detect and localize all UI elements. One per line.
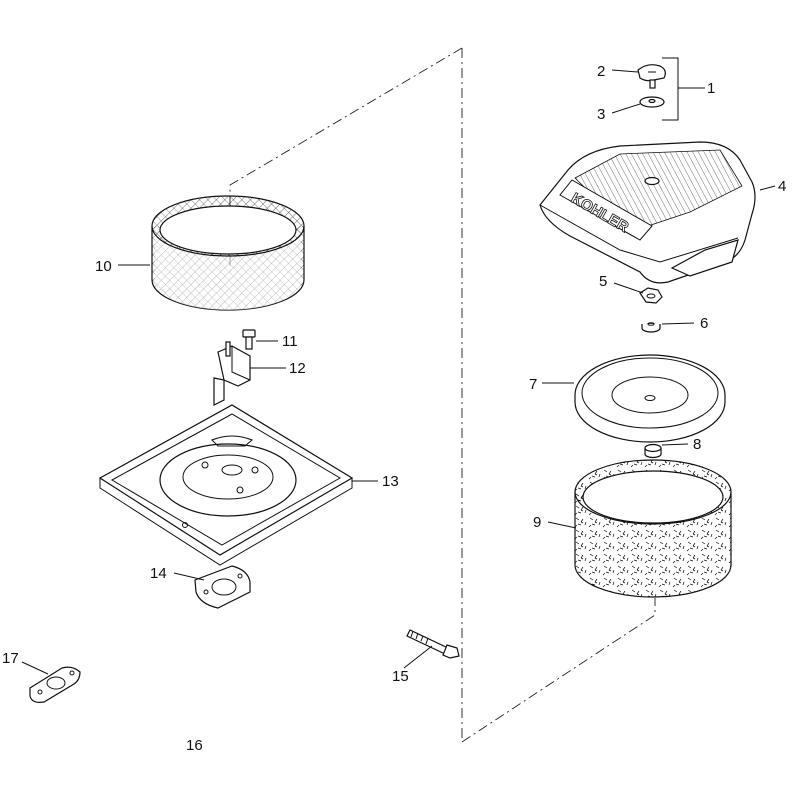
callout-14: 14 <box>150 565 167 582</box>
air-filter-element-part <box>151 195 305 311</box>
callout-7: 7 <box>529 376 537 393</box>
long-bolt-part <box>406 629 460 659</box>
gasket-part <box>194 565 251 609</box>
seal-part <box>644 443 662 459</box>
callout-6: 6 <box>700 315 708 332</box>
washer-part <box>639 96 665 108</box>
grommet-part <box>641 322 661 333</box>
base-plate-part <box>98 404 354 566</box>
small-gasket-part <box>29 666 81 703</box>
callout-8: 8 <box>693 436 701 453</box>
callout-12: 12 <box>289 360 306 377</box>
callout-15: 15 <box>392 668 409 685</box>
callout-9: 9 <box>533 514 541 531</box>
hex-nut-part <box>639 287 663 304</box>
wing-knob-part <box>637 64 666 89</box>
air-cleaner-lid-part <box>574 354 726 443</box>
foam-precleaner-part <box>574 459 732 598</box>
callout-16: 16 <box>186 737 203 754</box>
callout-2: 2 <box>597 63 605 80</box>
callout-17: 17 <box>2 650 19 667</box>
callout-11: 11 <box>282 333 298 350</box>
bolt-part <box>242 329 256 350</box>
leader-lines <box>21 57 776 675</box>
kohler-cover-part: KOHLER <box>539 141 756 284</box>
callout-10: 10 <box>95 258 112 275</box>
callout-4: 4 <box>778 178 786 195</box>
callout-3: 3 <box>597 106 605 123</box>
callout-5: 5 <box>599 273 607 290</box>
callout-13: 13 <box>382 473 399 490</box>
callout-1: 1 <box>707 80 715 97</box>
callout-numbers: 1 2 3 4 5 6 7 8 9 10 11 12 13 14 15 16 1… <box>2 63 786 754</box>
bracket-part <box>213 341 251 406</box>
